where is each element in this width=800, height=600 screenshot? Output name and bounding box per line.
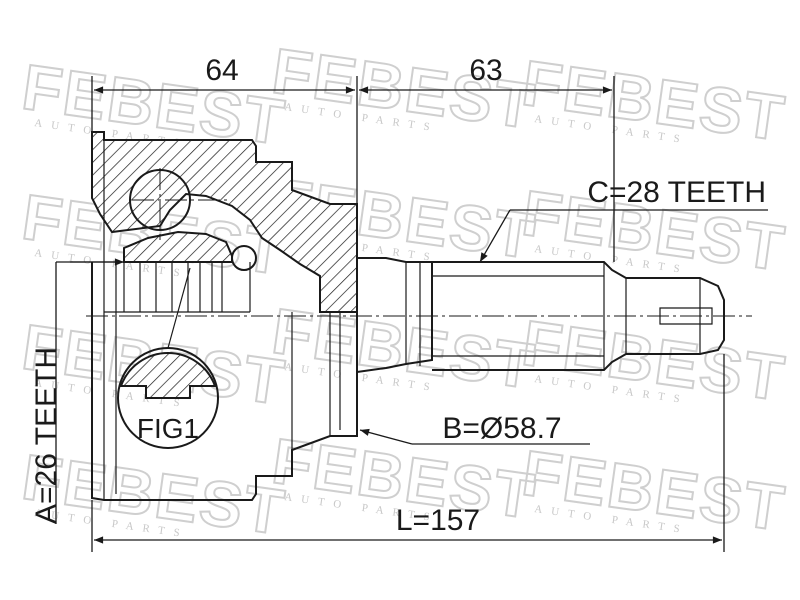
length-label: L=157 (396, 504, 480, 537)
spline-a (139, 262, 201, 312)
c-teeth-label: C=28 TEETH (587, 176, 766, 209)
b-dia-label: B=Ø58.7 (442, 412, 561, 445)
shaft-body (432, 261, 725, 371)
dimension-length: L=157 (91, 354, 725, 552)
fig1-hatch (119, 352, 217, 399)
watermark-layer: FEBEST AUTO PARTS FEBEST AUTO PARTS FEBE… (17, 34, 791, 550)
shaft-thread-slot (659, 307, 713, 325)
inner-race-section (123, 230, 233, 263)
fig1-label: FIG1 (137, 413, 199, 444)
housing-outline-lower (91, 262, 358, 501)
fig1-leader (167, 267, 191, 349)
c-teeth-leader (479, 209, 511, 263)
dimension-c-teeth: C=28 TEETH (479, 176, 768, 263)
shaft-neck (356, 257, 433, 373)
dim-63-label: 63 (469, 54, 502, 87)
dimension-64: 64 (91, 54, 358, 204)
a-teeth-label: A=26 TEETH (30, 347, 63, 524)
fig1-detail: FIG1 (117, 267, 219, 449)
dimension-63: 63 (359, 54, 615, 262)
pin-circle (231, 245, 257, 271)
cv-joint-body (86, 131, 752, 501)
dimension-a-teeth: A=26 TEETH (30, 258, 150, 524)
housing-section-upper (91, 131, 358, 313)
b-dia-leader (359, 428, 413, 445)
dimension-b-diameter: B=Ø58.7 (359, 412, 590, 445)
dim-64-label: 64 (205, 54, 238, 87)
